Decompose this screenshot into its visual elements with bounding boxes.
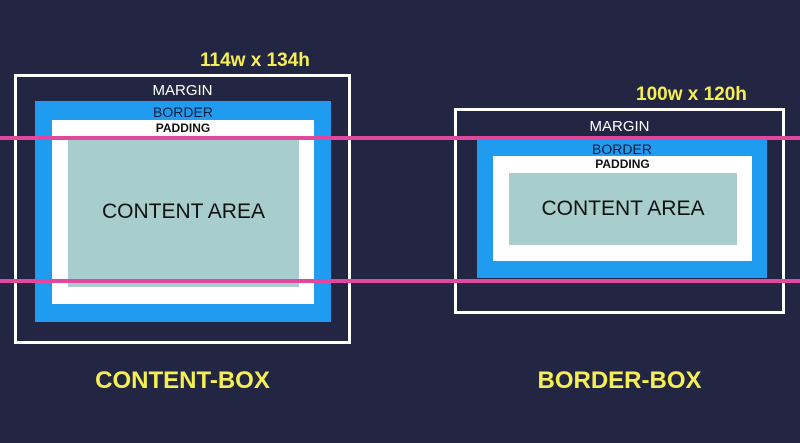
- content-box-padding-label: PADDING: [155, 121, 211, 135]
- content-box-margin-label: MARGIN: [152, 82, 213, 99]
- border-box-content-label: CONTENT AREA: [541, 197, 705, 220]
- border-box-content-area: CONTENT AREA: [509, 173, 737, 245]
- bottom-guide-line: [0, 279, 800, 283]
- border-box-dimension-label: 100w x 120h: [636, 84, 747, 105]
- content-box-dimension-label: 114w x 134h: [200, 50, 310, 71]
- border-box-margin-label: MARGIN: [589, 118, 650, 135]
- border-box-caption: BORDER-BOX: [537, 367, 702, 394]
- content-box-caption: CONTENT-BOX: [95, 367, 270, 394]
- top-guide-line: [0, 136, 800, 140]
- border-box-padding-label: PADDING: [595, 157, 650, 171]
- content-box-margin: [14, 74, 351, 344]
- border-box-margin: [454, 108, 785, 314]
- border-box-border-label: BORDER: [592, 141, 652, 157]
- content-box-content-label: CONTENT AREA: [102, 200, 265, 223]
- content-box-border-label: BORDER: [153, 104, 213, 120]
- content-box-content-area: CONTENT AREA: [68, 137, 299, 287]
